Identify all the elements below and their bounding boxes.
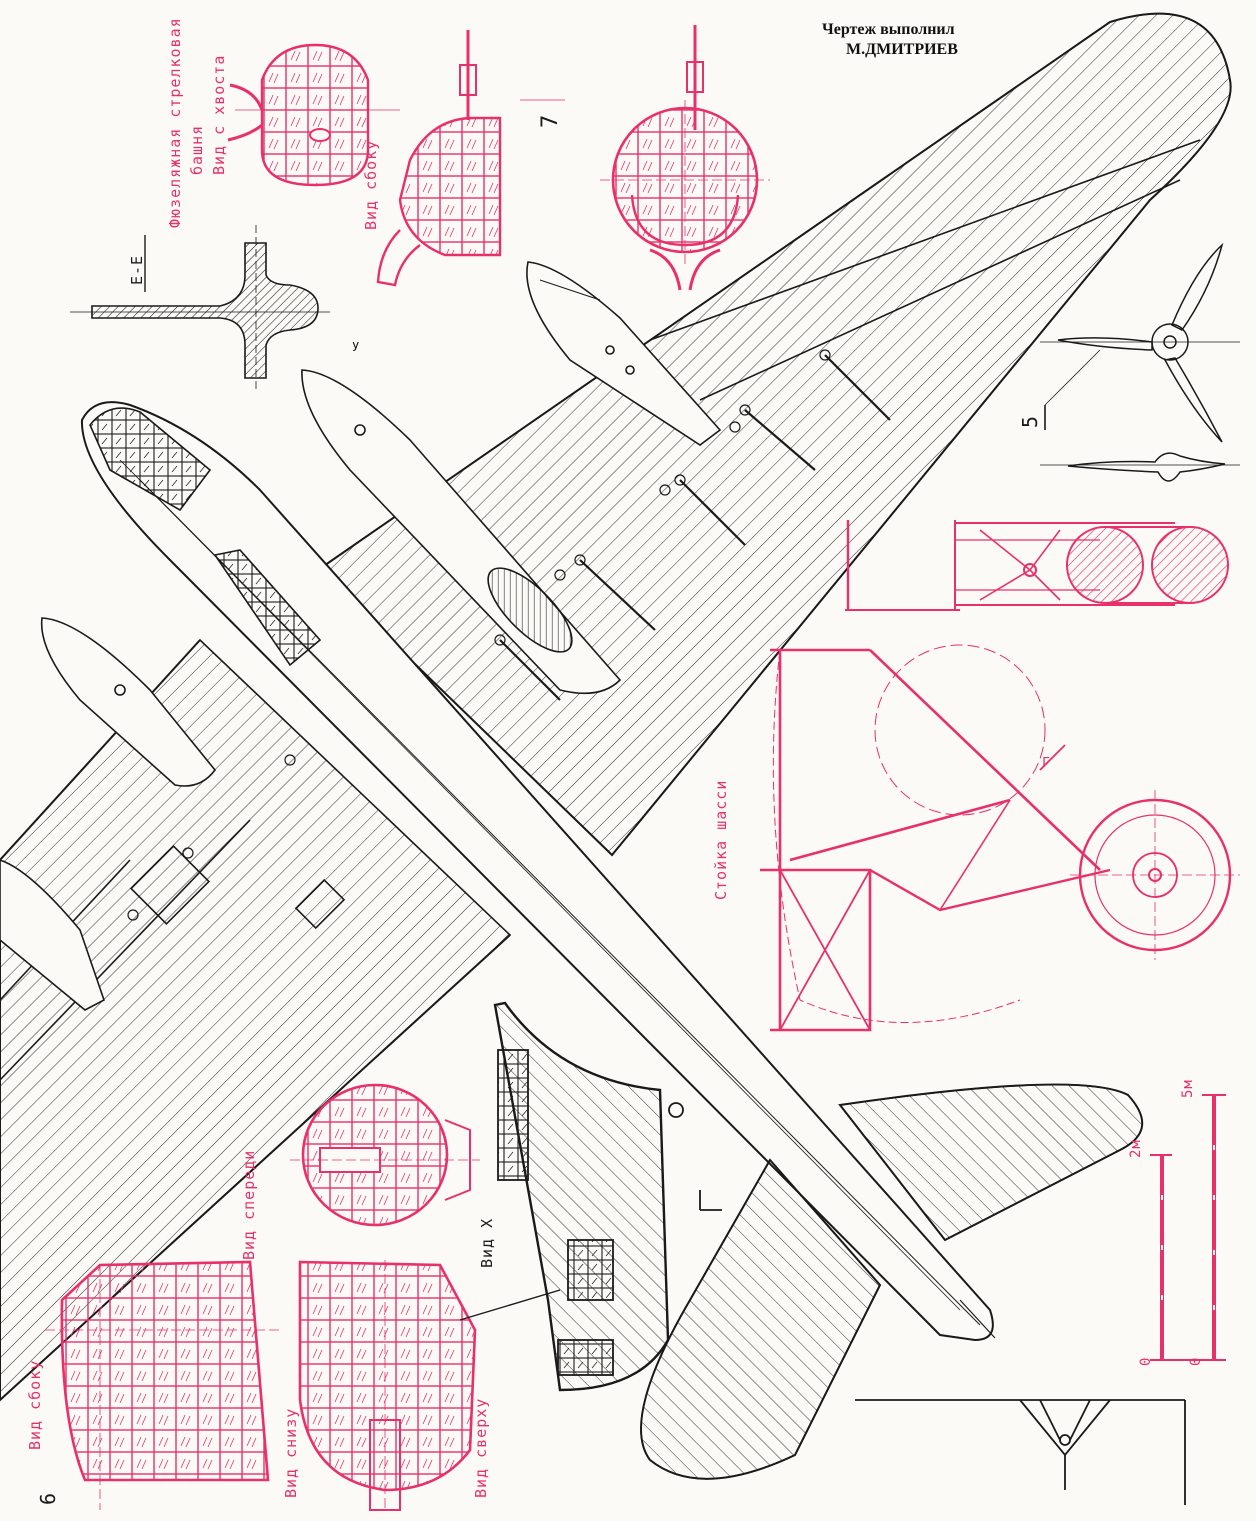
aircraft-plan-view <box>0 12 1232 1480</box>
gear-strut-label: Стойка шасси <box>712 779 730 900</box>
engine-nacelle-outer-left <box>0 859 105 1011</box>
scale-bar <box>1150 1094 1226 1361</box>
callout-6-label: 6 <box>36 1491 60 1505</box>
turret-title-label: Фюзеляжная стрелковая <box>166 17 184 228</box>
callout-5-label: 5 <box>1018 414 1042 428</box>
landing-gear-views <box>760 520 1240 1032</box>
drawing-credit: Чертеж выполнил М.ДМИТРИЕВ <box>822 20 958 60</box>
scale-mark-2m: 2м <box>1128 1139 1144 1158</box>
gear-frame-detail <box>855 1399 1186 1505</box>
engine-nacelle-outer-right <box>526 261 722 446</box>
view-above-label: Вид сверху <box>472 1397 490 1498</box>
section-ee-label: Е-Е <box>128 254 146 285</box>
credit-line-2: М.ДМИТРИЕВ <box>846 41 958 58</box>
callout-y-label: У <box>352 340 361 354</box>
engine-nacelle-inner-left <box>40 617 217 787</box>
view-tail-label: Вид с хвоста <box>210 54 228 175</box>
credit-line-1: Чертеж выполнил <box>822 21 955 38</box>
view-side-turret-label: Вид сбоку <box>362 139 380 230</box>
propeller-views <box>1040 242 1240 482</box>
view-side-nose-label: Вид сбоку <box>26 1359 44 1450</box>
scale-mark-5m: 5м <box>1180 1079 1196 1098</box>
view-below-label: Вид снизу <box>282 1407 300 1498</box>
section-ee <box>70 225 330 390</box>
dorsal-turret-views <box>227 25 770 291</box>
view-front-label: Вид спереди <box>240 1149 258 1260</box>
engine-nacelle-inner-right <box>301 369 622 695</box>
nose-section-views <box>45 1001 722 1511</box>
turret-title-label-2: башня <box>188 124 206 175</box>
scale-mark-0a: 0 <box>1138 1356 1154 1366</box>
callout-7-label: 7 <box>538 113 563 128</box>
callout-g-label: Г <box>1042 756 1051 771</box>
scale-mark-0b: 0 <box>1188 1356 1204 1366</box>
view-x-label: Вид Х <box>478 1217 496 1268</box>
